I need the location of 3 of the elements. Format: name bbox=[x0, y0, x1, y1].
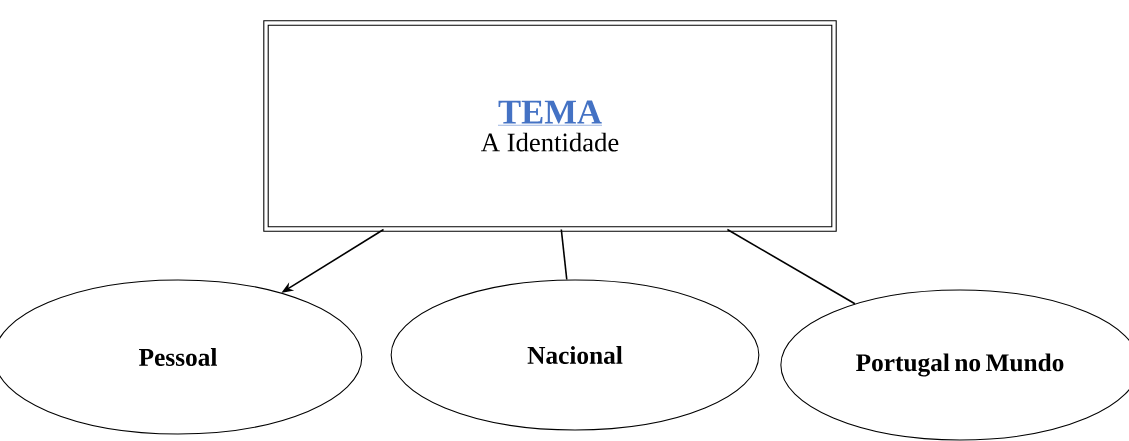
connector-line bbox=[560, 228, 568, 281]
theme-box: TEMA A Identidade bbox=[263, 20, 837, 232]
connector-line bbox=[726, 228, 856, 305]
